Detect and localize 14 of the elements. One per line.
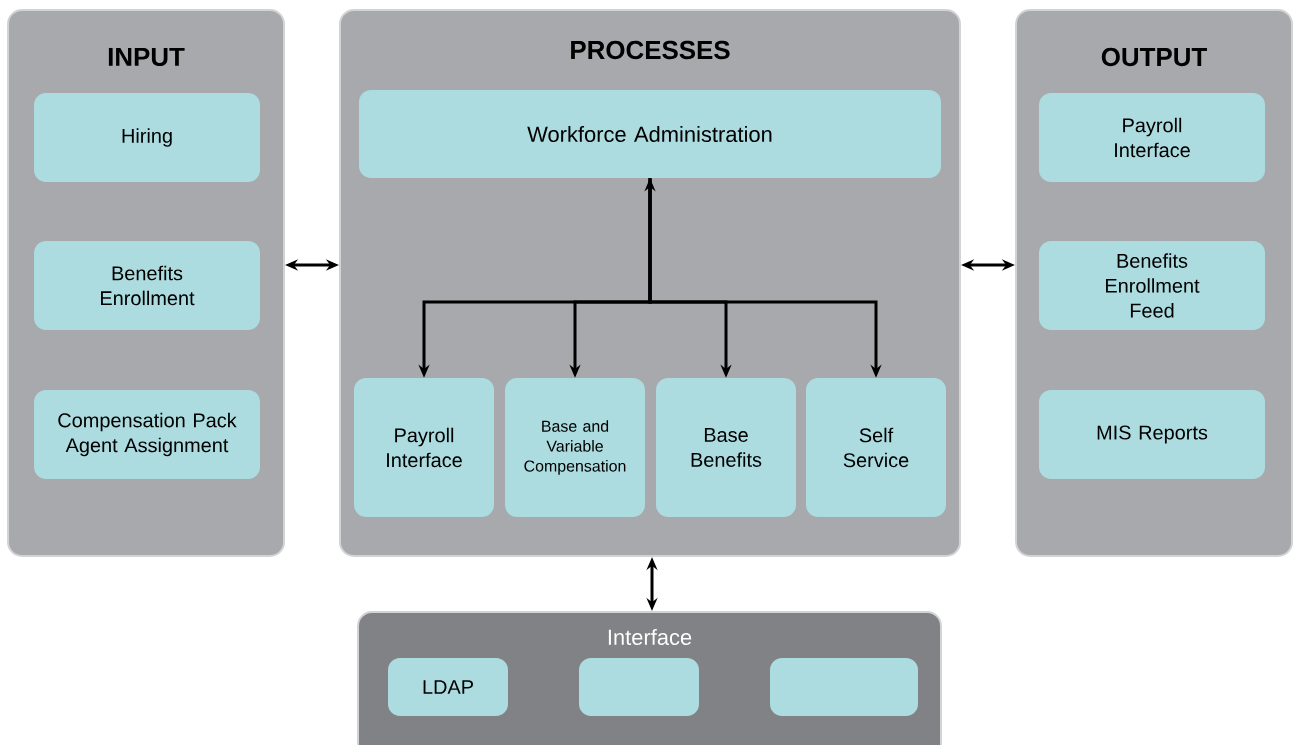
process-box: Payroll Interface (1039, 93, 1265, 182)
process-box: Workforce Administration (359, 90, 941, 178)
process-box: LDAP (388, 658, 508, 716)
process-box: MIS Reports (1039, 390, 1265, 479)
box (770, 658, 918, 716)
process-box: Self Service (806, 378, 946, 517)
box (579, 658, 699, 716)
process-box: Benefits Enrollment Feed (1039, 241, 1265, 330)
process-box: Base and Variable Compensation (505, 378, 645, 517)
process-box: Compensation Pack Agent Assignment (34, 390, 260, 479)
process-box: Payroll Interface (354, 378, 494, 517)
process-box: Benefits Enrollment (34, 241, 260, 330)
process-box: Hiring (34, 93, 260, 182)
process-box: Base Benefits (656, 378, 796, 517)
